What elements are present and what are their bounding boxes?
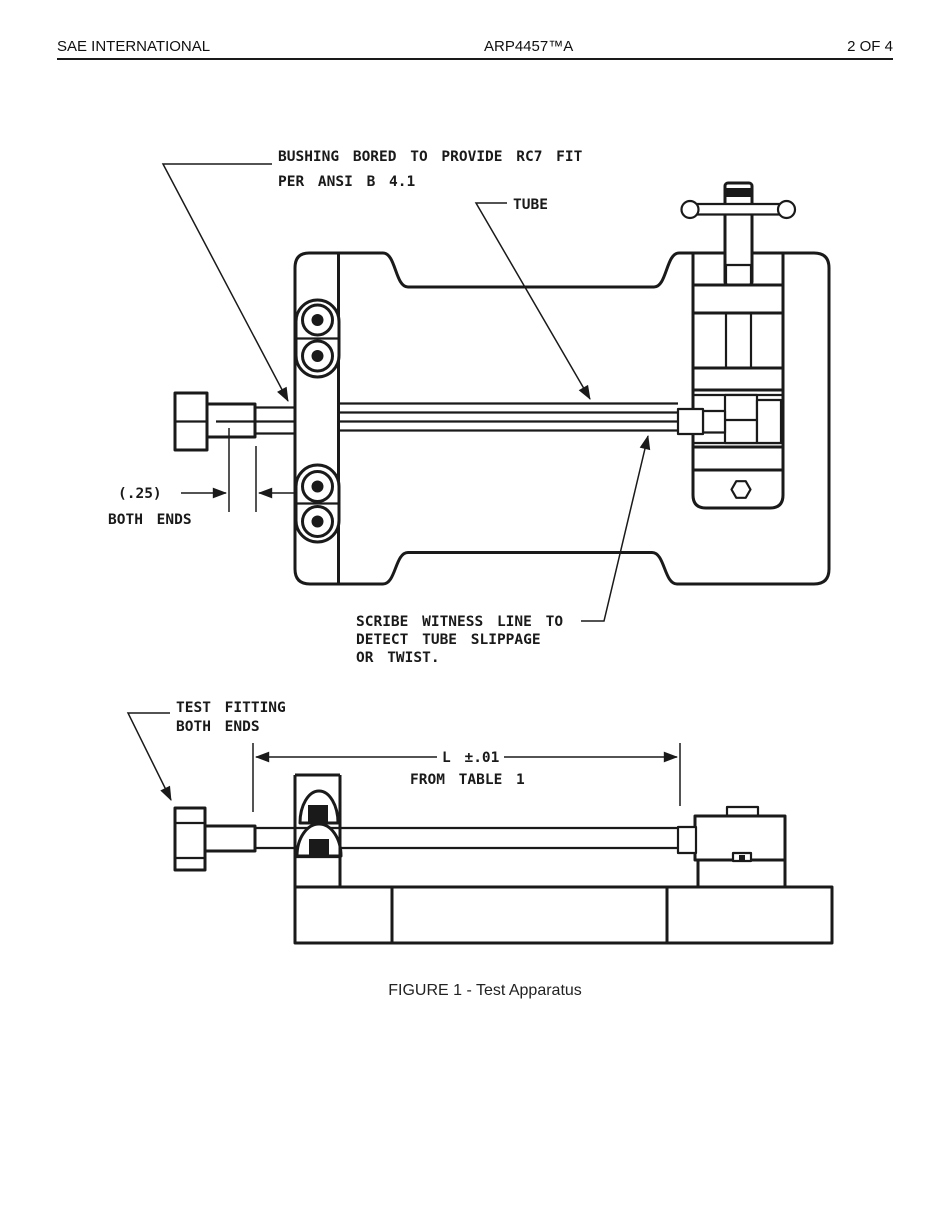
callout-scribe-line1: SCRIBE WITNESS LINE TO (356, 614, 563, 630)
callout-end-gap-note: BOTH ENDS (108, 512, 192, 528)
clamp-pillar-side (293, 773, 343, 887)
vise-t-handle (680, 199, 797, 220)
vise-block-side (676, 805, 787, 889)
end-gap-dimension (181, 428, 296, 512)
figure-side-view: TEST FITTING BOTH ENDS L ±.01 FROM TABLE… (126, 700, 834, 945)
dimension-length-note: FROM TABLE 1 (410, 772, 525, 788)
vise-body (691, 251, 785, 510)
callout-test-fitting-line2: BOTH ENDS (176, 719, 260, 735)
header-rule (57, 58, 893, 60)
test-fitting-left-side (173, 806, 257, 872)
header-doc-number: ARP4457™A (484, 38, 574, 55)
dimension-length-value: L ±.01 (442, 750, 500, 766)
figure-top-view: BUSHING BORED TO PROVIDE RC7 FIT PER ANS… (108, 149, 831, 666)
callout-tube: TUBE (513, 197, 548, 213)
test-fitting-left-plan (173, 391, 295, 452)
bolt-boss-top (294, 298, 341, 379)
tube-leader-line (474, 202, 591, 400)
page-header: SAE INTERNATIONAL ARP4457™A 2 OF 4 (57, 38, 893, 56)
length-dimension (252, 743, 681, 812)
header-org: SAE INTERNATIONAL (57, 38, 211, 55)
callout-scribe-line2: DETECT TUBE SLIPPAGE (356, 632, 541, 648)
callout-end-gap-value: (.25) (118, 486, 162, 502)
callout-bushing-line1: BUSHING BORED TO PROVIDE RC7 FIT (278, 149, 583, 165)
vise-assembly-plan (676, 181, 797, 510)
tube-plan (338, 402, 678, 432)
bolt-boss-bottom (294, 463, 341, 544)
callout-bushing-line2: PER ANSI B 4.1 (278, 174, 415, 190)
callout-test-fitting-line1: TEST FITTING (176, 700, 286, 716)
vise-jaw-plan (676, 393, 783, 445)
callout-scribe-line3: OR TWIST. (356, 650, 440, 666)
test-fitting-leader-line (126, 712, 172, 801)
scribe-leader-line (581, 434, 651, 622)
base-plate (293, 885, 834, 945)
hex-bolt (730, 480, 752, 499)
header-page-number: 2 OF 4 (847, 38, 893, 55)
bushing-leader-line (161, 163, 289, 402)
figure-caption: FIGURE 1 - Test Apparatus (388, 982, 582, 999)
